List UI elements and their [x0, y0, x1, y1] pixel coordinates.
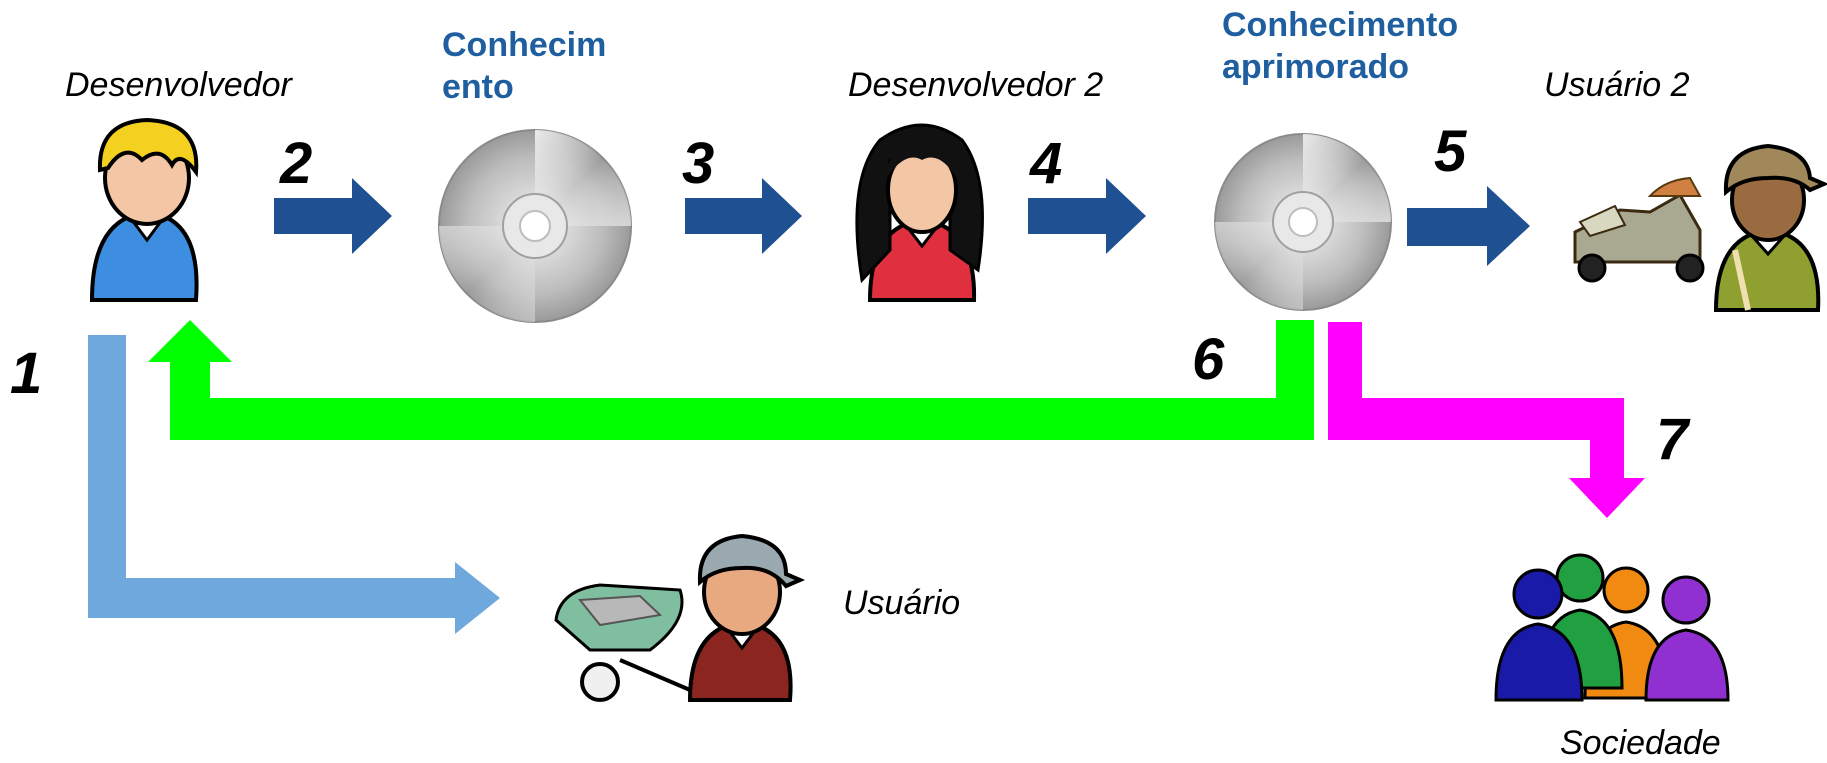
cd-disc-icon	[438, 129, 632, 323]
knowledge-label-line-2: ento	[442, 68, 514, 106]
dark-haired-woman-icon	[855, 123, 984, 302]
step-7-number: 7	[1656, 407, 1689, 472]
truck-worker-icon	[1573, 143, 1827, 312]
developer-2-label: Desenvolvedor 2	[848, 66, 1104, 104]
arrow-6-feedback	[148, 320, 1314, 440]
improved-knowledge-label-line-1: Conhecimento	[1222, 6, 1459, 44]
society-label: Sociedade	[1560, 724, 1721, 762]
arrow-7-to-society	[1328, 322, 1645, 518]
user-label: Usuário	[843, 584, 961, 622]
user-2-label: Usuário 2	[1544, 66, 1690, 104]
knowledge-label-line-1: Conhecim	[442, 26, 607, 64]
step-6-number: 6	[1192, 327, 1225, 392]
arrow-1-to-user	[88, 335, 500, 634]
knowledge-label: Conhecim ento	[442, 24, 606, 108]
step-2-number: 2	[280, 131, 313, 196]
improved-knowledge-label: Conhecimento aprimorado	[1222, 4, 1458, 88]
arrow-2	[274, 178, 392, 254]
group-of-people-icon	[1494, 553, 1730, 702]
blond-person-icon	[89, 117, 199, 302]
cd-disc-icon	[1214, 133, 1392, 311]
developer-label: Desenvolvedor	[65, 66, 292, 104]
improved-knowledge-label-line-2: aprimorado	[1222, 48, 1410, 86]
arrow-4	[1028, 178, 1146, 254]
wheelbarrow-worker-icon	[554, 533, 806, 702]
arrow-3	[685, 178, 802, 254]
step-1-number: 1	[10, 341, 43, 406]
step-4-number: 4	[1030, 131, 1063, 196]
step-5-number: 5	[1434, 119, 1467, 184]
step-3-number: 3	[682, 131, 715, 196]
arrow-5	[1407, 186, 1530, 266]
